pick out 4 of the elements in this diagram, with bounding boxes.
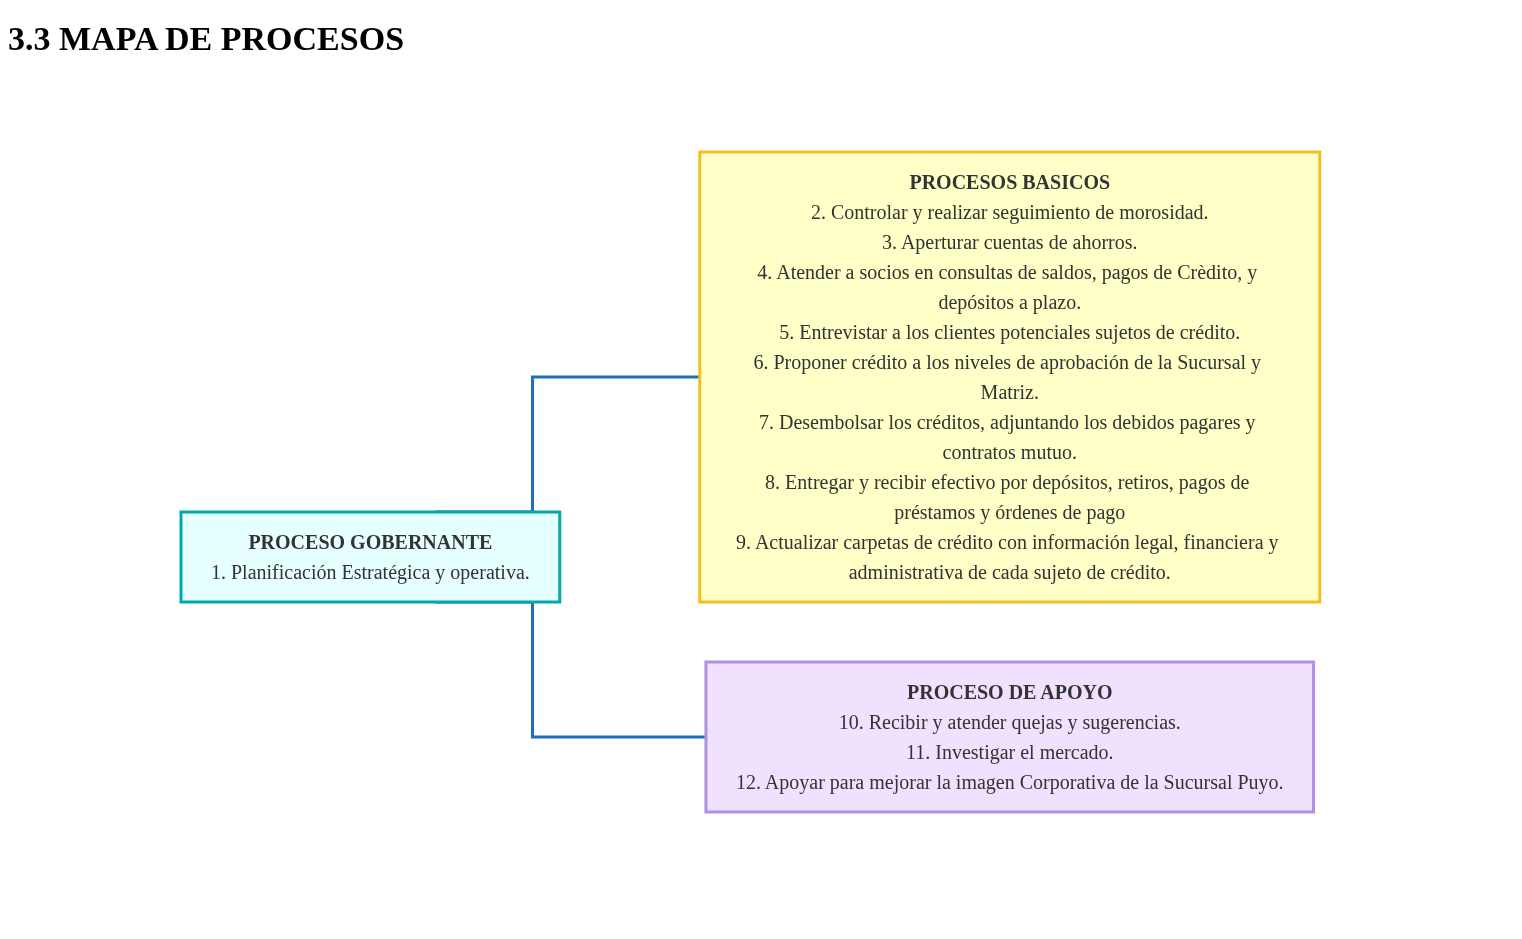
diagram-title: 3.3 MAPA DE PROCESOS [8,20,406,58]
node-box: PROCESO GOBERNANTE 1. Planificación Estratégica y operativa. [179,510,561,604]
node-box: PROCESOS BASICOS 2. Controlar y realizar seguimiento de morosidad. 3. Aperturar cuentas de ahorros. 4. Atender a socios en consultas de saldos, pagos de Crèdito, y depósitos a plazo. 5. Entrevistar a los clientes potenciales sujetos de crédito. 6. Proponer crédito a los niveles de aprobación de la Sucursal y Matriz. 7. Desembolsar los créditos, adjuntando los debidos pagares y contratos mutuo. 8. Entregar y recibir efectivo por depósitos, retiros, pagos de préstamos y órdenes de pago 9. Actualizar carpetas de crédito con información legal, financiera y administrativa de cada sujeto de crédito. [697,150,1321,604]
node-box: PROCESO DE APOYO 10. Recibir y atender quejas y sugerencias. 11. Investigar el mercado. 12. Apoyar para mejorar la imagen Corporativa de la Sucursal Puyo. [704,660,1315,814]
